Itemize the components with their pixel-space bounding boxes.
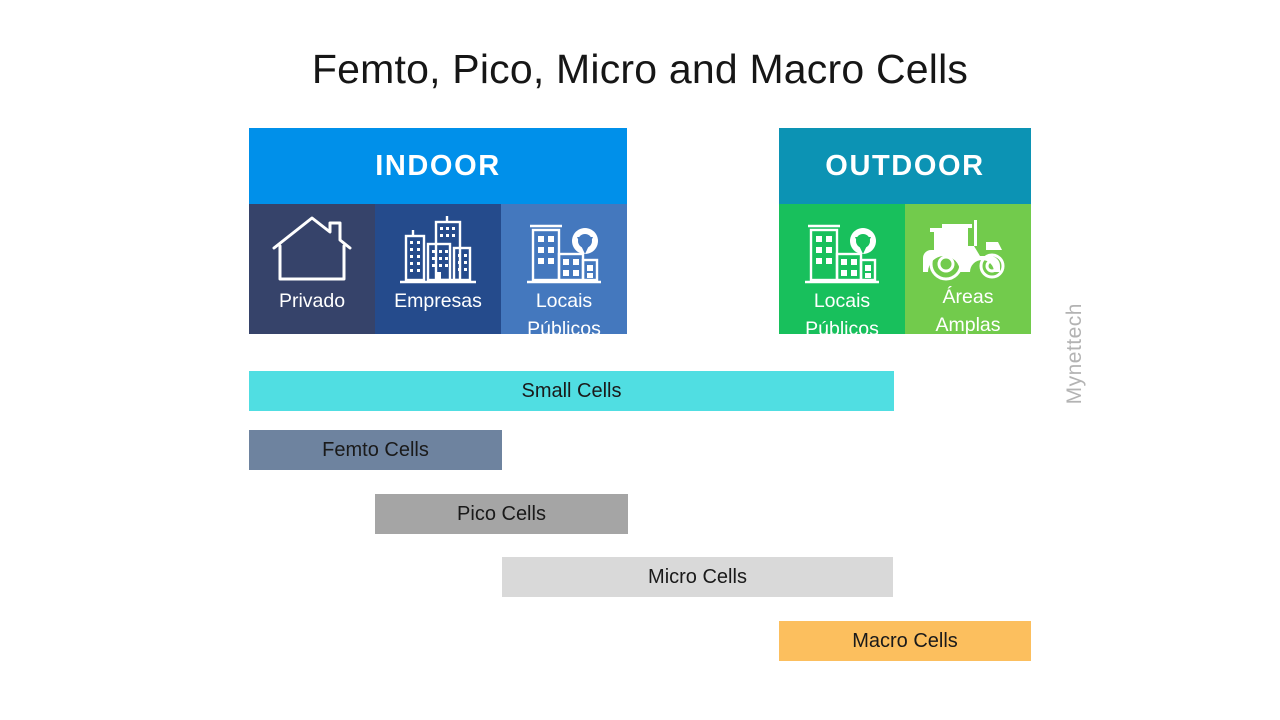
outdoor-group: OUTDOOR [779, 128, 1031, 340]
bar-pico-cells[interactable]: Pico Cells [375, 494, 628, 534]
bar-micro-cells[interactable]: Micro Cells [502, 557, 893, 597]
indoor-cells-row: Privado [249, 204, 627, 340]
bar-macro-cells-label: Macro Cells [852, 629, 958, 652]
cell-empresas[interactable]: Empresas [375, 204, 501, 334]
bar-pico-cells-label: Pico Cells [457, 502, 546, 525]
cell-locais-publicos-indoor[interactable]: Locais Públicos [501, 204, 627, 340]
cell-locais-publicos-outdoor-label: Locais Públicos [805, 290, 879, 340]
bar-femto-cells[interactable]: Femto Cells [249, 430, 502, 470]
bar-micro-cells-label: Micro Cells [648, 565, 747, 588]
indoor-header: INDOOR [249, 128, 627, 204]
watermark-mynettech: Mynettech [1063, 303, 1086, 405]
bar-small-cells[interactable]: Small Cells [249, 371, 894, 411]
office-buildings-icon [398, 214, 478, 286]
cell-locais-publicos-outdoor[interactable]: Locais Públicos [779, 204, 905, 340]
tractor-icon [922, 214, 1014, 282]
cell-areas-amplas[interactable]: Áreas Amplas [905, 204, 1031, 336]
indoor-header-label: INDOOR [375, 149, 501, 182]
cell-privado[interactable]: Privado [249, 204, 375, 334]
cell-areas-amplas-label: Áreas Amplas [935, 286, 1001, 336]
page-title: Femto, Pico, Micro and Macro Cells [311, 46, 969, 92]
cell-locais-publicos-indoor-label: Locais Públicos [527, 290, 601, 340]
outdoor-header: OUTDOOR [779, 128, 1031, 204]
house-icon [270, 214, 354, 286]
buildings-pin-icon [523, 214, 605, 286]
bar-macro-cells[interactable]: Macro Cells [779, 621, 1031, 661]
cell-privado-label: Privado [278, 290, 346, 312]
outdoor-cells-row: Locais Públicos [779, 204, 1031, 340]
bar-femto-cells-label: Femto Cells [322, 438, 429, 461]
indoor-group: INDOOR Privado [249, 128, 627, 340]
buildings-pin-icon [801, 214, 883, 286]
bar-small-cells-label: Small Cells [521, 379, 622, 402]
cell-empresas-label: Empresas [394, 290, 482, 312]
outdoor-header-label: OUTDOOR [825, 149, 985, 182]
